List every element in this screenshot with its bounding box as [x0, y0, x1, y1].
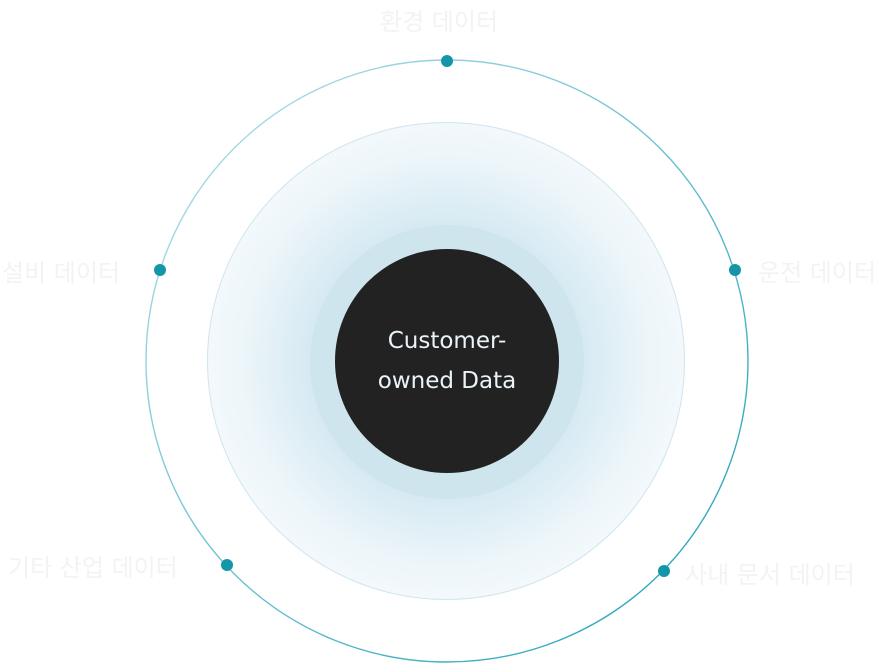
node-label-operation: 운전 데이터: [758, 259, 877, 287]
node-label-internal-docs: 사내 문서 데이터: [685, 561, 855, 589]
node-label-other-industry: 기타 산업 데이터: [8, 554, 178, 582]
node-dot-equipment: [154, 264, 166, 276]
core-label: Customer- owned Data: [377, 328, 517, 394]
node-dot-operation: [729, 264, 741, 276]
core-circle: Customer- owned Data: [335, 249, 559, 473]
inner-ring: [207, 122, 685, 600]
node-label-equipment: 설비 데이터: [2, 259, 121, 287]
node-label-environment: 환경 데이터: [380, 8, 499, 36]
node-dot-environment: [441, 55, 453, 67]
node-dot-other-industry: [221, 559, 233, 571]
node-dot-internal-docs: [658, 565, 670, 577]
